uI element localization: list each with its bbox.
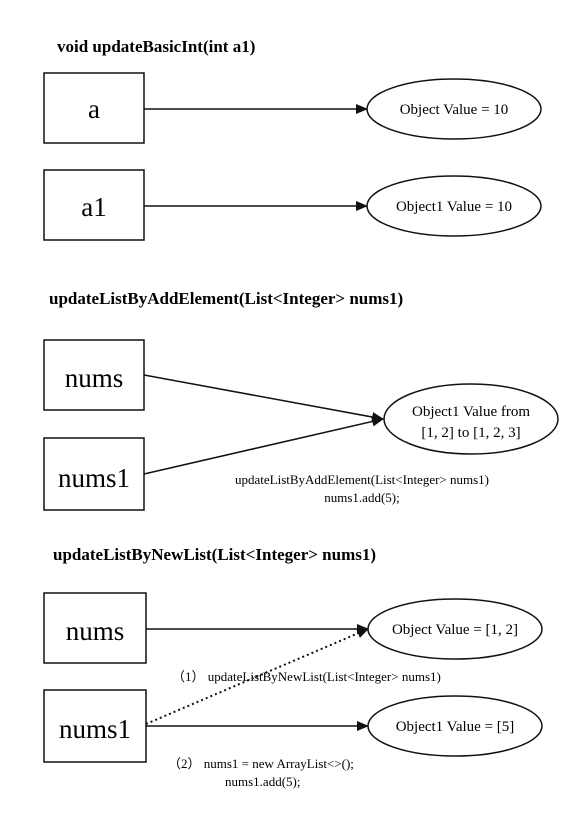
- section2-note-line2: nums1.add(5);: [324, 490, 399, 505]
- object-oval-2: [366, 175, 542, 237]
- object-oval-3: [383, 383, 559, 455]
- section3-note2-line1: （2） nums1 = new ArrayList<>();: [168, 756, 354, 771]
- variable-label-nums1-2: nums1: [59, 714, 131, 744]
- variable-box-nums1-2: [43, 689, 147, 763]
- object-label-3-line1: Object1 Value from: [412, 404, 530, 420]
- variable-label-a1: a1: [81, 192, 106, 222]
- arrow-nums-to-object: [143, 374, 384, 422]
- section3-note2-line2: nums1.add(5);: [225, 774, 300, 789]
- variable-box-nums-2: [43, 592, 147, 664]
- section1-title: void updateBasicInt(int a1): [57, 37, 255, 56]
- object-label-2: Object1 Value = 10: [396, 199, 512, 215]
- section3-title: updateListByNewList(List<Integer> nums1): [53, 545, 376, 564]
- variable-box-a: [43, 72, 145, 144]
- object-label-5: Object1 Value = [5]: [396, 719, 515, 735]
- section3-note1: （1） updateListByNewList(List<Integer> nu…: [172, 669, 441, 684]
- object-label-1: Object Value = 10: [400, 102, 509, 118]
- section2-title: updateListByAddElement(List<Integer> num…: [49, 289, 403, 308]
- variable-label-nums-2: nums: [66, 616, 125, 646]
- section2-note-line1: updateListByAddElement(List<Integer> num…: [235, 472, 489, 487]
- variable-box-a1: [43, 169, 145, 241]
- object-oval-5: [367, 695, 543, 757]
- variable-label-a: a: [88, 94, 100, 124]
- arrow-nums1-to-object: [143, 416, 384, 475]
- dashed-arrow-nums1-to-old-object: [145, 628, 369, 725]
- object-label-3-line2: [1, 2] to [1, 2, 3]: [421, 425, 520, 441]
- object-oval-1: [366, 78, 542, 140]
- variable-label-nums: nums: [65, 363, 124, 393]
- object-label-4: Object Value = [1, 2]: [392, 622, 518, 638]
- variable-label-nums1: nums1: [58, 463, 130, 493]
